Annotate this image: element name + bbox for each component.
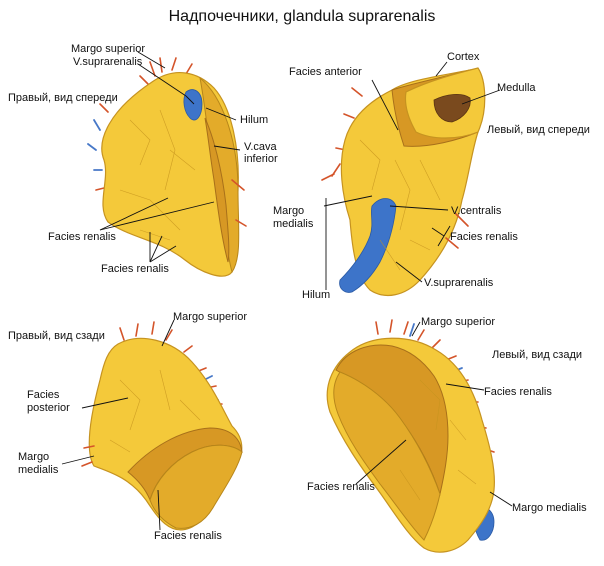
right-gland-back-view [81,321,243,531]
label-medialis-lf: medialis [273,218,314,230]
label-margo-superior-rf: Margo superior [71,43,145,55]
label-facies-renalis-lf: Facies renalis [450,231,518,243]
label-medulla-lf: Medulla [497,82,536,94]
medulla-section [433,94,471,123]
label-posterior-rb: posterior [27,402,70,414]
label-v-suprarenalis-lf: V.suprarenalis [424,277,494,289]
label-facies-rb: Facies [27,389,60,401]
label-hilum-rf: Hilum [240,114,268,126]
label-v-centralis-lf: V.centralis [451,205,502,217]
label-v-cava-rf: V.cava [244,141,278,153]
label-margo-lf: Margo [273,205,304,217]
label-medialis-rb: medialis [18,464,59,476]
label-facies-renalis-rb: Facies renalis [154,530,222,542]
label-margo-superior-rb: Margo superior [173,311,247,323]
label-facies-anterior-lf: Facies anterior [289,66,362,78]
label-facies-renalis-rf-2: Facies renalis [101,263,169,275]
right-gland-front-body [101,72,239,277]
caption-right-front: Правый, вид спереди [8,92,118,104]
left-gland-back-view [326,319,495,553]
right-gland-front-view [87,57,247,277]
label-margo-rb: Margo [18,451,49,463]
caption-left-back: Левый, вид сзади [492,349,582,361]
label-margo-superior-lb: Margo superior [421,316,495,328]
caption-right-back: Правый, вид сзади [8,330,105,342]
figure-title: Надпочечники, glandula suprarenalis [168,8,436,25]
label-inferior-rf: inferior [244,153,278,165]
left-gland-front-view [321,67,486,297]
label-margo-medialis-lb: Margo medialis [512,502,587,514]
caption-left-front: Левый, вид спереди [487,124,590,136]
label-v-suprarenalis-rf: V.suprarenalis [73,56,143,68]
label-facies-renalis-rf-1: Facies renalis [48,231,116,243]
label-cortex-lf: Cortex [447,51,480,63]
label-facies-renalis-lb-1: Facies renalis [484,386,552,398]
label-hilum-lf: Hilum [302,289,330,301]
label-facies-renalis-lb-2: Facies renalis [307,481,375,493]
